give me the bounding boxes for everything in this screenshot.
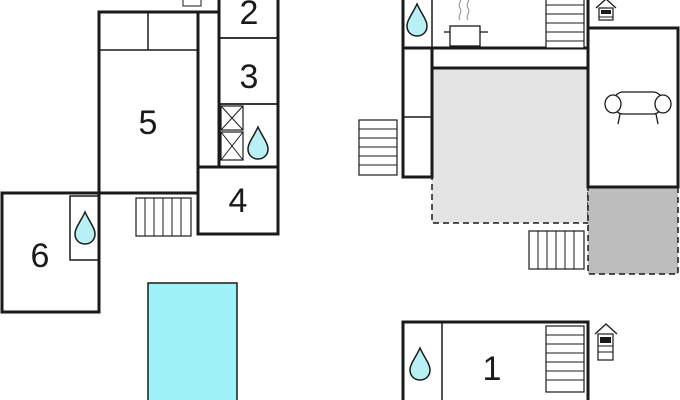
stairs-icon bbox=[545, 0, 585, 49]
shower-6 bbox=[69, 195, 100, 261]
room-label-4: 4 bbox=[229, 182, 248, 220]
terrace-light bbox=[431, 67, 589, 224]
room-label-2: 2 bbox=[240, 0, 259, 32]
living-room bbox=[586, 26, 680, 189]
stove-icon bbox=[444, 0, 488, 47]
sofa-icon bbox=[604, 91, 672, 125]
stairs-icon bbox=[528, 230, 585, 270]
room-label-6: 6 bbox=[31, 237, 50, 275]
stairs-icon bbox=[135, 197, 192, 237]
corridor bbox=[401, 46, 434, 179]
water-drop-icon bbox=[409, 347, 431, 381]
kitchen-room bbox=[401, 0, 590, 50]
room-6 bbox=[0, 191, 101, 314]
water-drop-icon bbox=[406, 3, 428, 37]
room-label-5: 5 bbox=[139, 104, 158, 142]
room-1 bbox=[401, 320, 590, 400]
stairs-icon bbox=[358, 119, 398, 176]
water-drop-icon bbox=[247, 126, 269, 160]
terrace-dark bbox=[587, 186, 679, 275]
pool bbox=[147, 282, 238, 400]
stairs-icon bbox=[545, 325, 585, 393]
water-drop-icon bbox=[74, 211, 96, 245]
fireplace-icon bbox=[594, 323, 618, 361]
room-4 bbox=[196, 165, 280, 236]
fireplace-icon bbox=[595, 0, 617, 21]
room-label-1: 1 bbox=[483, 350, 502, 388]
room-label-3: 3 bbox=[240, 58, 259, 96]
fixture-top bbox=[182, 0, 202, 7]
